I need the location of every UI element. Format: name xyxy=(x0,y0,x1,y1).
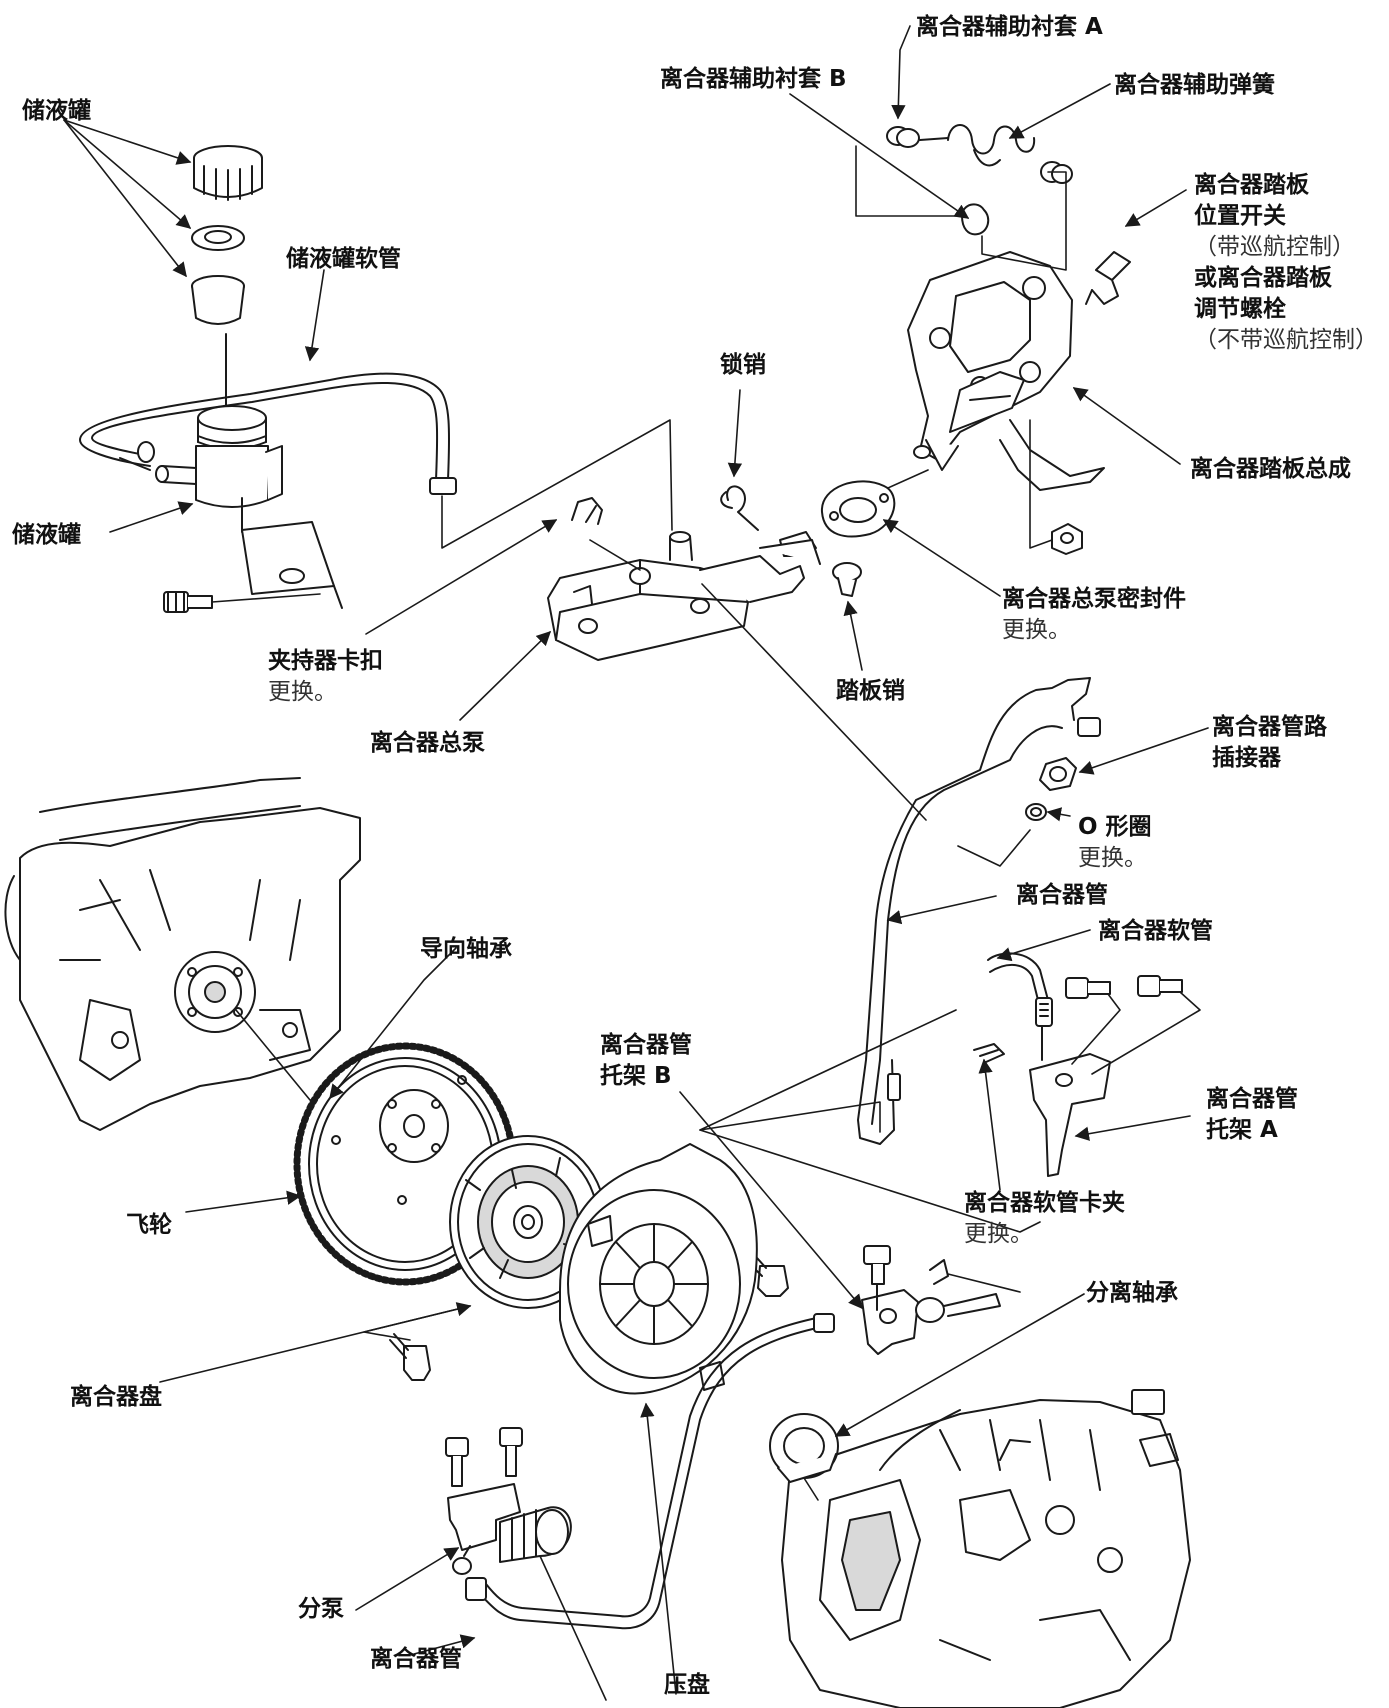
pedal-switch-line-6: （不带巡航控制） xyxy=(1194,327,1378,353)
o-ring-text: O 形圈 xyxy=(1078,814,1152,840)
pedal-assembly-part xyxy=(907,251,1105,491)
reservoir-hose-part xyxy=(79,372,457,495)
master-cylinder-part xyxy=(547,531,821,661)
reservoir-seal-part xyxy=(191,225,245,251)
label-line-joint: 离合器管路 插接器 xyxy=(1212,712,1327,774)
label-pressure-plate: 压盘 xyxy=(664,1672,710,1698)
line-joint-line-1: 离合器管路 xyxy=(1212,714,1327,740)
hose-clip-note: 更换。 xyxy=(964,1221,1033,1247)
label-clutch-pipe-lower: 离合器管 xyxy=(370,1646,462,1672)
label-master-cylinder: 离合器总泵 xyxy=(370,730,485,756)
lock-pin-part xyxy=(720,485,759,531)
label-release-bearing: 分离轴承 xyxy=(1086,1280,1178,1306)
leader-lines xyxy=(63,25,1209,1701)
o-ring-note: 更换。 xyxy=(1078,845,1147,871)
label-lock-pin: 锁销 xyxy=(720,352,766,378)
pedal-switch-line-4: 或离合器踏板 xyxy=(1194,265,1332,291)
master-cylinder-seal-part xyxy=(820,480,896,538)
reservoir-body-part xyxy=(155,405,343,609)
pedal-switch-part xyxy=(1085,251,1131,305)
clutch-hose-part xyxy=(987,952,1053,1061)
label-holder-clip: 夹持器卡扣 更换。 xyxy=(268,646,383,708)
label-o-ring: O 形圈 更换。 xyxy=(1078,812,1152,874)
label-clutch-pipe-upper: 离合器管 xyxy=(1016,882,1108,908)
release-bearing-part xyxy=(769,1413,839,1483)
upper-clutch-pipe-part xyxy=(857,677,1101,1145)
label-pedal-switch: 离合器踏板 位置开关 （带巡航控制） 或离合器踏板 调节螺栓 （不带巡航控制） xyxy=(1194,170,1378,356)
o-ring-part xyxy=(1025,803,1047,821)
pedal-switch-line-1: 离合器踏板 xyxy=(1194,172,1309,198)
label-reservoir: 储液罐 xyxy=(12,522,81,548)
bracket-b-line-1: 离合器管 xyxy=(600,1032,692,1058)
label-pedal-pin: 踏板销 xyxy=(836,678,905,704)
bracket-b-bolt-part xyxy=(863,1245,891,1311)
bracket-a-line-1: 离合器管 xyxy=(1206,1086,1298,1112)
bracket-a-bolt-part xyxy=(1065,975,1183,999)
transmission-part xyxy=(781,1389,1191,1708)
label-bracket-a: 离合器管 托架 A xyxy=(1206,1084,1298,1146)
lower-clutch-pipe-part xyxy=(465,1313,835,1630)
label-assist-bushing-a: 离合器辅助衬套 A xyxy=(916,14,1103,40)
label-assist-spring: 离合器辅助弹簧 xyxy=(1114,72,1275,98)
label-pedal-assembly: 离合器踏板总成 xyxy=(1190,456,1351,482)
pedal-nut-part xyxy=(1051,523,1083,555)
label-mc-seal: 离合器总泵密封件 更换。 xyxy=(1002,584,1186,646)
label-slave-cylinder: 分泵 xyxy=(298,1596,344,1622)
slave-bolt-part xyxy=(445,1427,523,1487)
assist-spring-part xyxy=(919,124,1036,167)
slave-cylinder-part xyxy=(447,1483,572,1575)
reservoir-bolt-part xyxy=(163,591,213,613)
label-bracket-b: 离合器管 托架 B xyxy=(600,1030,692,1092)
pedal-pin-part xyxy=(832,562,862,597)
label-flywheel: 飞轮 xyxy=(126,1212,172,1238)
label-pilot-bearing: 导向轴承 xyxy=(420,936,512,962)
label-clutch-disc: 离合器盘 xyxy=(70,1384,162,1410)
engine-block-part xyxy=(4,777,361,1131)
assist-bushing-b-part xyxy=(961,203,990,236)
hose-clip-text: 离合器软管卡夹 xyxy=(964,1190,1125,1216)
reservoir-strainer-part xyxy=(191,275,245,325)
bracket-b-part xyxy=(861,1289,919,1355)
label-clutch-hose: 离合器软管 xyxy=(1098,918,1213,944)
line-joint-part xyxy=(1039,757,1077,791)
hose-clip-part xyxy=(973,1043,1005,1063)
holder-clip-note: 更换。 xyxy=(268,679,337,705)
assist-bushing-a-part xyxy=(886,126,920,148)
holder-clip-part xyxy=(571,497,603,525)
bracket-b-clip-part xyxy=(929,1259,949,1285)
disc-bolt-part xyxy=(389,1333,431,1381)
reservoir-cap-part xyxy=(193,145,263,201)
release-pipe-fitting-part xyxy=(915,1293,1001,1323)
mc-seal-note: 更换。 xyxy=(1002,617,1071,643)
mc-seal-text: 离合器总泵密封件 xyxy=(1002,586,1186,612)
pedal-switch-line-2: 位置开关 xyxy=(1194,203,1286,229)
pressure-plate-part xyxy=(559,1143,758,1395)
label-reservoir-hose: 储液罐软管 xyxy=(286,246,401,272)
label-reservoir-cap: 储液罐 xyxy=(22,98,91,124)
line-joint-line-2: 插接器 xyxy=(1212,745,1281,771)
label-assist-bushing-b: 离合器辅助衬套 B xyxy=(660,66,847,92)
bracket-b-line-2: 托架 B xyxy=(600,1063,672,1089)
label-hose-clip: 离合器软管卡夹 更换。 xyxy=(964,1188,1125,1250)
bracket-a-part xyxy=(1029,1053,1111,1177)
bracket-a-line-2: 托架 A xyxy=(1206,1117,1278,1143)
pedal-switch-line-5: 调节螺栓 xyxy=(1194,296,1286,322)
holder-clip-text: 夹持器卡扣 xyxy=(268,648,383,674)
pedal-switch-line-3: （带巡航控制） xyxy=(1194,234,1355,260)
